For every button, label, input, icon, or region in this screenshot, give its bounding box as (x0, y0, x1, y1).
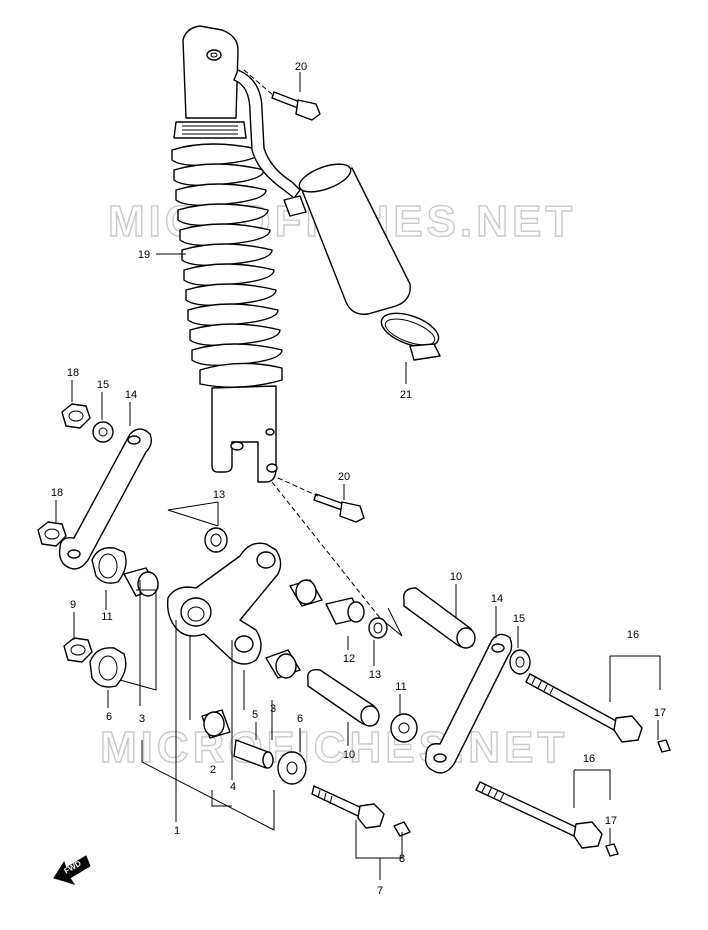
washer-6-lower (277, 751, 307, 785)
bolt-20-lower (313, 493, 365, 523)
bearing-3-left (123, 567, 159, 597)
callout-3-right: 3 (270, 703, 276, 715)
reservoir-clamp (380, 312, 441, 361)
link-rod-14-left (58, 428, 153, 570)
leader-lines (55, 72, 661, 880)
callout-11-left: 11 (101, 611, 112, 623)
nut-9 (63, 637, 93, 663)
callout-16-upper: 16 (627, 629, 639, 641)
cushion-lever (166, 542, 282, 665)
callout-6-left: 6 (106, 711, 112, 723)
callout-15-left: 15 (97, 379, 109, 391)
oil-seal-6-left (89, 647, 127, 688)
callout-8: 8 (399, 853, 405, 865)
spacer-10-lower (307, 669, 380, 727)
callout-18-lower: 18 (51, 487, 63, 499)
link-rod-14-right (424, 633, 513, 774)
callout-2: 2 (210, 764, 216, 776)
bolt-16-upper (525, 673, 643, 743)
nut-18-lower (37, 521, 67, 547)
bolt-20-top (271, 91, 321, 121)
callout-16-lower: 16 (583, 753, 595, 765)
callout-13-upper: 13 (213, 489, 225, 501)
shock-absorber (171, 25, 283, 483)
bearing-3-lower (265, 649, 301, 679)
callout-13-right: 13 (369, 669, 381, 681)
washer-15-top (92, 421, 114, 443)
reservoir (283, 163, 411, 315)
cotter-pin-17-upper (657, 739, 671, 753)
washer-15-right (509, 649, 531, 675)
spacer-5 (233, 739, 274, 769)
callout-21: 21 (400, 389, 412, 401)
watermark-bottom: MICROFICHES.NET (100, 723, 568, 772)
callout-19: 19 (138, 249, 150, 261)
callout-6-right: 6 (297, 713, 303, 725)
cotter-pin-17-lower (605, 843, 619, 857)
nut-18-top (61, 403, 91, 429)
shock-spring (171, 143, 283, 367)
callouts: 20 19 21 20 18 15 14 18 13 11 9 6 3 5 3 … (51, 61, 666, 897)
callout-14-right: 14 (491, 593, 503, 605)
callout-10-lower: 10 (343, 749, 355, 761)
spacer-13-upper (204, 527, 228, 553)
bearing-3-upper (289, 579, 323, 607)
callout-11-right: 11 (395, 681, 406, 693)
callout-9: 9 (70, 599, 76, 611)
cotter-pin-8 (393, 821, 411, 837)
bolt-7 (311, 785, 385, 829)
callout-17-lower: 17 (605, 815, 617, 827)
callout-5: 5 (252, 709, 258, 721)
spacer-12 (325, 597, 365, 625)
bolt-16-lower (475, 781, 603, 849)
callout-3-left: 3 (139, 713, 145, 725)
callout-20-top: 20 (295, 61, 307, 73)
callout-10-upper: 10 (450, 571, 462, 583)
callout-15-right: 15 (513, 613, 525, 625)
callout-18-top: 18 (67, 367, 79, 379)
forward-arrow-icon: FWD (53, 855, 91, 885)
callout-4: 4 (230, 781, 236, 793)
bearing-2 (201, 709, 231, 739)
spacer-13-right (368, 617, 388, 639)
callout-12: 12 (343, 653, 355, 665)
oil-seal-11-left (91, 547, 127, 584)
callout-14-left: 14 (125, 389, 137, 401)
callout-20-lower: 20 (338, 471, 350, 483)
spacer-10-upper (403, 587, 476, 649)
callout-1: 1 (174, 825, 180, 837)
callout-7: 7 (377, 885, 383, 897)
callout-17-upper: 17 (654, 707, 666, 719)
washer-11-right (390, 713, 418, 743)
